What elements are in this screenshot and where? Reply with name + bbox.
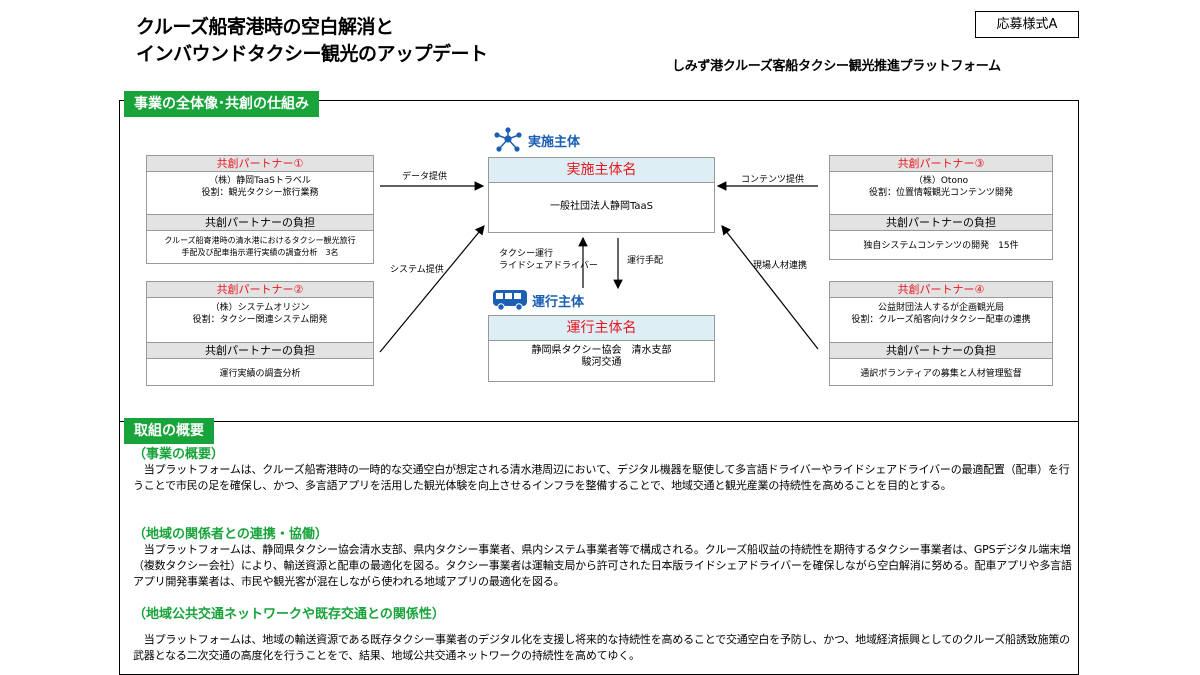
label-staff: 現場人材連携 bbox=[753, 261, 808, 271]
implementer-label: 実施主体 bbox=[492, 126, 580, 154]
summary-s2-title: （地域の関係者との連携・協働） bbox=[133, 527, 328, 542]
bus-icon bbox=[493, 290, 527, 311]
implementer-label-text: 実施主体 bbox=[528, 134, 581, 150]
summary-s2-text: 当プラットフォームは、静岡県タクシー協会清水支部、県内タクシー事業者、県内システ… bbox=[133, 543, 1072, 588]
operator-box-title: 運行主体名 bbox=[489, 316, 714, 341]
operator-label: 運行主体 bbox=[492, 288, 584, 312]
implementer-name: 一般社団法人静岡TaaS bbox=[549, 201, 654, 212]
section-divider bbox=[119, 421, 1079, 422]
label-taxi: タクシー運行 ライドシェアドライバー bbox=[499, 249, 598, 271]
summary-s3-text: 当プラットフォームは、地域の輸送資源である既存タクシー事業者のデジタル化を支援し… bbox=[133, 633, 1070, 662]
form-label: 応募様式A bbox=[975, 11, 1079, 38]
partner-4-burden-title: 共創パートナーの負担 bbox=[830, 342, 1052, 359]
implementer-box-title: 実施主体名 bbox=[489, 158, 714, 183]
partner-1-title: 共創パートナー① bbox=[147, 156, 373, 172]
partner-2-box: 共創パートナー② （株）システムオリジン 役割：タクシー関連システム開発 共創パ… bbox=[146, 281, 374, 386]
network-icon bbox=[494, 127, 522, 152]
summary-s1-title: （事業の概要） bbox=[133, 447, 225, 462]
partner-1-box: 共創パートナー① （株）静岡TaaSトラベル 役割：観光タクシー旅行業務 共創パ… bbox=[146, 155, 374, 264]
summary-heading: 取組の概要 bbox=[124, 418, 214, 444]
partner-4-box: 共創パートナー④ 公益財団法人するが企画観光局 役割：クルーズ船客向けタクシー配… bbox=[829, 281, 1053, 386]
summary-s1-text: 当プラットフォームは、クルーズ船寄港時の一時的な交通空白が想定される清水港周辺に… bbox=[133, 463, 1070, 492]
organization-name: しみず港クルーズ客船タクシー観光推進プラットフォーム bbox=[672, 59, 1001, 74]
summary-s3-title: （地域公共交通ネットワークや既存交通との関係性） bbox=[133, 607, 445, 622]
arrow-staff bbox=[721, 225, 819, 350]
partner-3-title: 共創パートナー③ bbox=[830, 156, 1052, 172]
partner-4-title: 共創パートナー④ bbox=[830, 282, 1052, 298]
operator-box: 運行主体名 静岡県タクシー協会 清水支部 駿河交通 bbox=[488, 315, 715, 382]
operator-label-text: 運行主体 bbox=[532, 294, 585, 310]
label-instruct: 運行手配 bbox=[627, 256, 664, 266]
partner-2-burden-title: 共創パートナーの負担 bbox=[147, 342, 373, 359]
partner-1-burden-title: 共創パートナーの負担 bbox=[147, 214, 373, 231]
arrow-system bbox=[379, 225, 485, 353]
overview-heading: 事業の全体像･共創の仕組み bbox=[124, 91, 319, 117]
title-line-1: クルーズ船寄港時の空白解消と bbox=[136, 16, 394, 38]
label-system: システム提供 bbox=[390, 265, 444, 275]
partner-3-box: 共創パートナー③ （株）Otono 役割：位置情報観光コンテンツ開発 共創パート… bbox=[829, 155, 1053, 260]
label-data: データ提供 bbox=[402, 172, 448, 182]
label-content: コンテンツ提供 bbox=[741, 175, 805, 185]
partner-3-burden-title: 共創パートナーの負担 bbox=[830, 214, 1052, 231]
page-title: クルーズ船寄港時の空白解消と インバウンドタクシー観光のアップデート bbox=[136, 14, 488, 68]
title-line-2: インバウンドタクシー観光のアップデート bbox=[136, 43, 488, 65]
partner-2-title: 共創パートナー② bbox=[147, 282, 373, 298]
implementer-box: 実施主体名 一般社団法人静岡TaaS bbox=[488, 157, 715, 233]
